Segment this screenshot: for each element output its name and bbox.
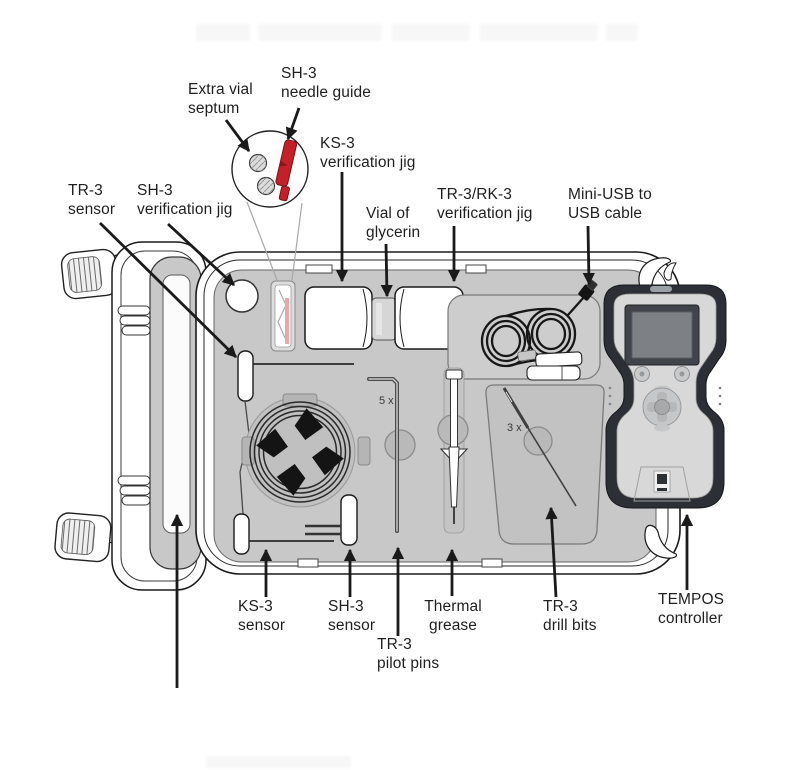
callout-arrows bbox=[99, 107, 694, 688]
sh3-verification-jig-receptacle bbox=[225, 279, 259, 313]
arrow-tr3-drill-bits bbox=[545, 506, 558, 598]
case-lid bbox=[54, 241, 209, 591]
vial-septa bbox=[248, 153, 276, 196]
pilot-pin-count-label: 5 x bbox=[379, 395, 394, 407]
needle-guide-pink-stripe bbox=[285, 298, 289, 344]
controller-function-buttons bbox=[634, 366, 690, 382]
sh3-sensor-item bbox=[305, 494, 358, 546]
case-handle-top-small bbox=[663, 262, 677, 281]
tr3-drill-bits-pocket bbox=[485, 384, 605, 545]
thermal-grease-item bbox=[437, 367, 469, 534]
drill-bit-count-label: 3 x bbox=[507, 422, 522, 434]
coil-retention-clips bbox=[256, 408, 344, 496]
controller-back-button bbox=[654, 424, 670, 432]
ghost-text-bar bbox=[392, 24, 470, 41]
label-mini-usb-to-usb-cable: Mini-USB to USB cable bbox=[568, 186, 652, 222]
lid-hinge-top bbox=[117, 305, 151, 336]
label-extra-vial-septum: Extra vial septum bbox=[188, 81, 253, 117]
controller-screen bbox=[631, 311, 693, 359]
ghost-text-bar bbox=[196, 24, 250, 41]
ghost-text-bar bbox=[480, 24, 598, 41]
label-vial-of-glycerin: Vial of glycerin bbox=[366, 205, 421, 241]
magnifier-callout bbox=[231, 130, 309, 281]
label-sh3-needle-guide: SH-3 needle guide bbox=[281, 65, 371, 101]
controller-dpad bbox=[642, 387, 682, 427]
label-sh3-verification-jig: SH-3 verification jig bbox=[137, 182, 233, 218]
controller-power-button bbox=[650, 286, 672, 292]
vial-of-glycerin-item bbox=[371, 297, 397, 341]
label-tr3-drill-bits: TR-3 drill bits bbox=[543, 598, 597, 634]
arrow-vial-of-glycerin bbox=[380, 243, 393, 298]
callout-cone bbox=[246, 201, 278, 281]
controller-port-panel bbox=[633, 466, 691, 502]
arrow-mini-usb-cable bbox=[582, 225, 595, 286]
ghost-text-bar bbox=[258, 24, 382, 41]
tempos-controller-device bbox=[603, 284, 727, 509]
controller-grip-dots bbox=[608, 386, 722, 406]
label-ks3-sensor: KS-3 sensor bbox=[238, 598, 286, 634]
label-thermal-grease: Thermal grease bbox=[424, 598, 482, 634]
ghost-text-bar bbox=[206, 756, 351, 768]
case-notches bbox=[297, 264, 503, 568]
finger-recess bbox=[523, 426, 553, 456]
finger-recess bbox=[384, 429, 416, 461]
tr3-pilot-pin-item bbox=[367, 377, 416, 533]
label-tempos-controller: TEMPOS controller bbox=[658, 591, 725, 627]
ghost-text-bar bbox=[606, 24, 638, 41]
lid-hinge-bottom bbox=[117, 475, 151, 506]
ks3-sensor-item bbox=[233, 513, 334, 555]
arrow-sh3-needle-guide bbox=[285, 107, 301, 141]
arrow-sh3-verification-jig bbox=[167, 222, 235, 287]
needle-guide-slot bbox=[270, 280, 296, 352]
label-tr3-rk3-verification-jig: TR-3/RK-3 verification jig bbox=[437, 186, 533, 222]
label-ks3-verification-jig: KS-3 verification jig bbox=[320, 135, 416, 171]
ks3-verification-jig-cylinder bbox=[304, 286, 373, 350]
cable-coil bbox=[241, 393, 371, 508]
usb-a-connector bbox=[517, 349, 583, 381]
arrow-extra-vial-septum bbox=[224, 119, 251, 152]
lid-panel bbox=[162, 274, 191, 534]
sh3-needle-guide-item bbox=[275, 139, 298, 202]
label-tr3-pilot-pins: TR-3 pilot pins bbox=[377, 636, 440, 672]
case-body: 5 x 3 x bbox=[195, 251, 681, 575]
arrow-tr3-sensor bbox=[99, 222, 237, 358]
mini-usb-cable-coil bbox=[480, 296, 585, 368]
case-handle-bottom bbox=[644, 524, 678, 559]
label-sh3-sensor: SH-3 sensor bbox=[328, 598, 376, 634]
label-tr3-sensor: TR-3 sensor bbox=[68, 182, 116, 218]
